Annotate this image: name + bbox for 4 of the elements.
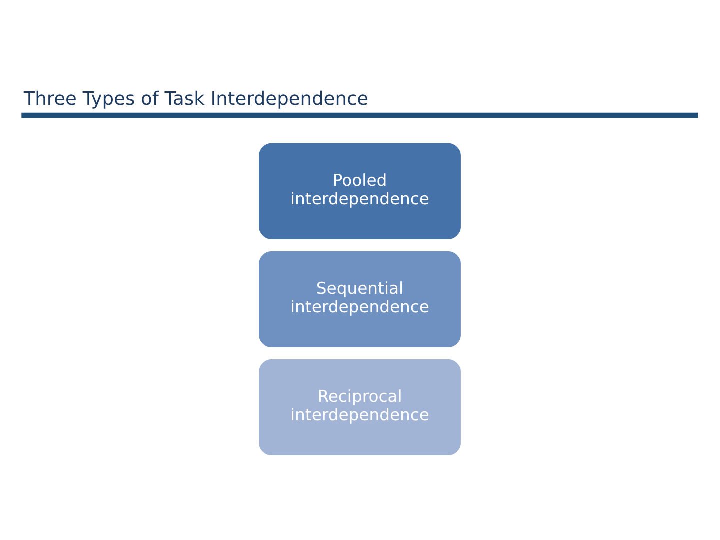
node-box: Reciprocal interdependence (256, 357, 464, 458)
diagram-title: Three Types of Task Interdependence (24, 88, 369, 110)
node-box: Pooled interdependence (256, 141, 464, 242)
node-box: Sequential interdependence (256, 249, 464, 350)
